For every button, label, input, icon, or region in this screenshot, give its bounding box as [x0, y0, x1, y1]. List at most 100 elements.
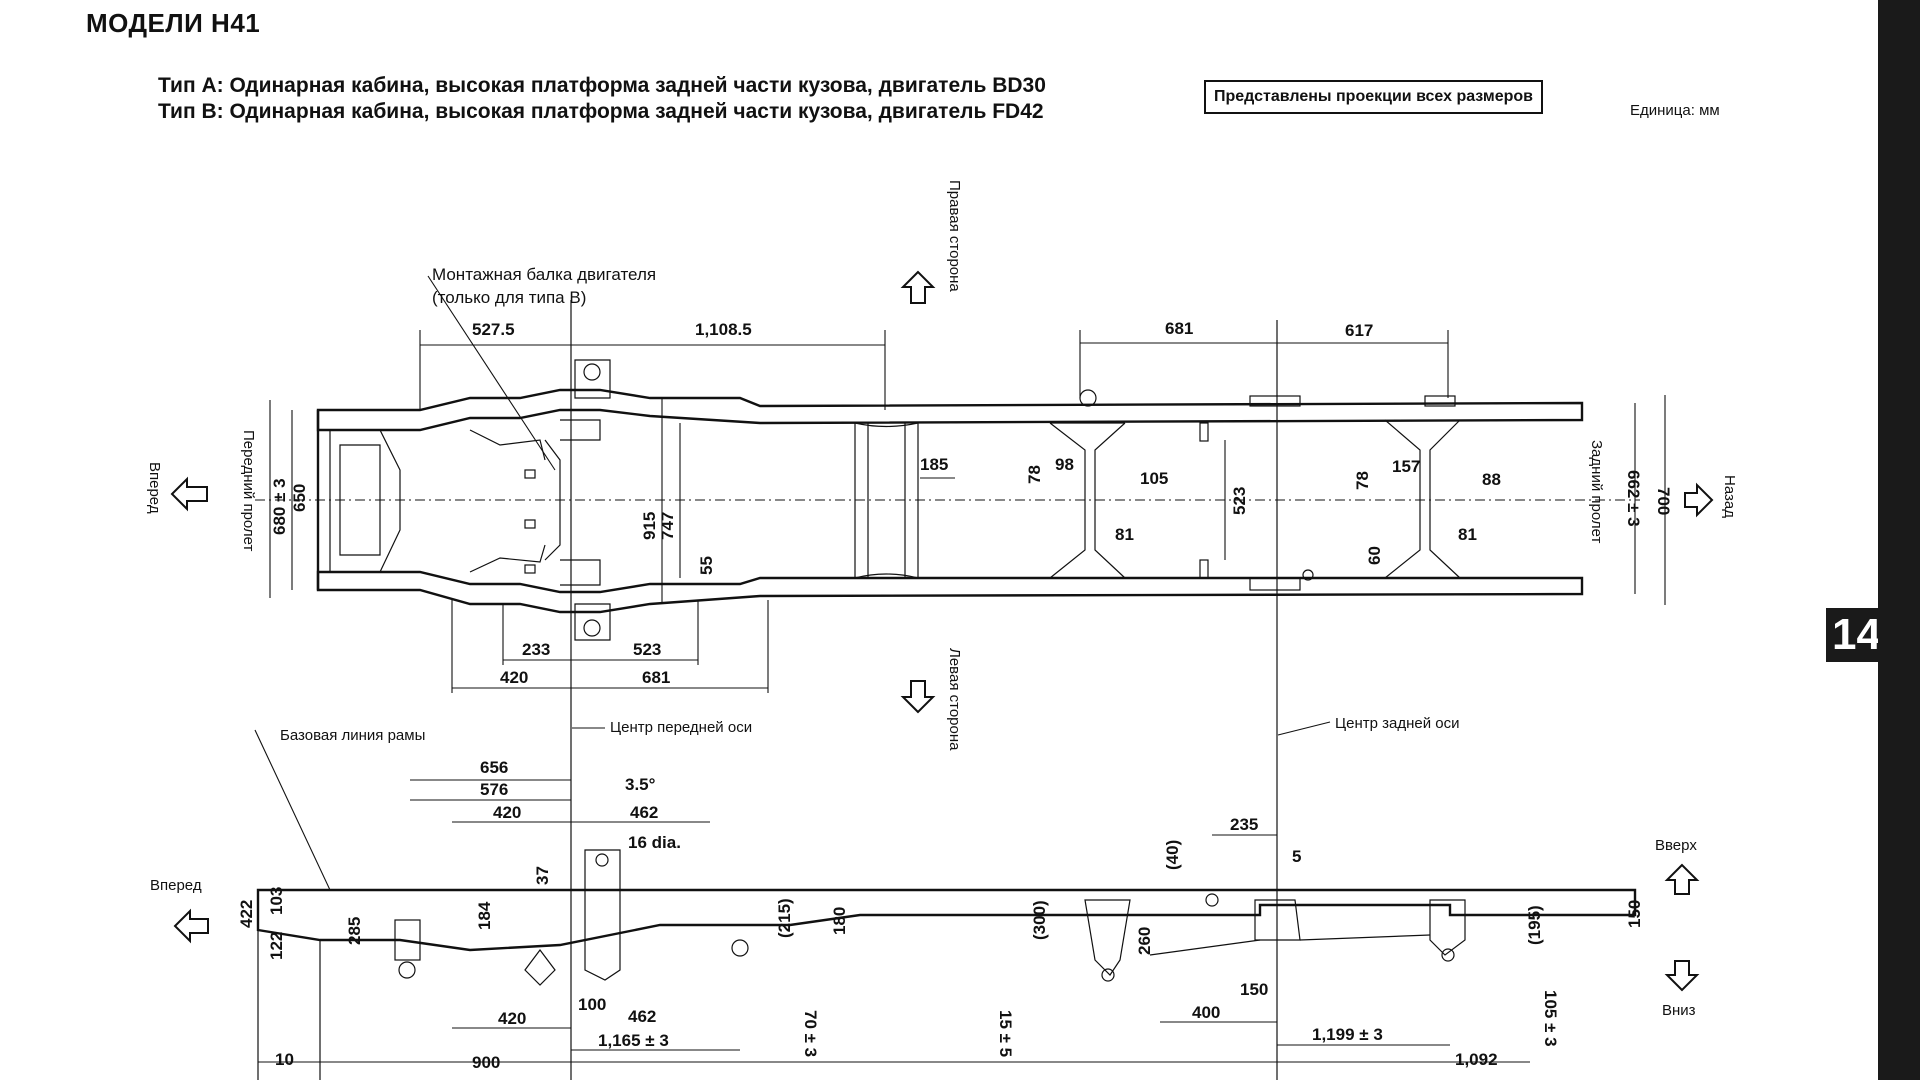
- dim-122: 122: [267, 932, 286, 960]
- rear-spring-bracket: [1249, 577, 1301, 591]
- dim-656: 656: [480, 758, 508, 777]
- dim-5: 5: [1292, 847, 1301, 866]
- dim-105: 105 ± 3: [1541, 990, 1560, 1047]
- rear-axle-center-label: Центр задней оси: [1335, 715, 1459, 732]
- dim-184: 184: [475, 901, 494, 930]
- dim-285: 285: [345, 917, 364, 945]
- rear-crossmember-1-flange: [1050, 422, 1125, 579]
- bracket: [574, 359, 611, 641]
- dim-55: 55: [697, 556, 716, 575]
- dim-157: 157: [1392, 457, 1420, 476]
- bolt-hole: [583, 363, 601, 381]
- dim-650: 650: [290, 484, 309, 512]
- engine-mount-pad: [524, 519, 536, 529]
- bolt-hole: [1302, 569, 1314, 581]
- front-brace: [379, 429, 401, 573]
- spring-leaf: [1149, 939, 1261, 956]
- dim-747: 747: [658, 512, 677, 540]
- section-tab: 14: [1826, 608, 1878, 662]
- dim-527-5: 527.5: [472, 320, 515, 339]
- dim-680: 680 ± 3: [270, 478, 289, 535]
- dim-420a: 420: [493, 803, 521, 822]
- rear-hanger-side: [1084, 899, 1131, 976]
- chassis-diagram: 527.5 1,108.5 681 617 Монтажная балка дв…: [146, 180, 1738, 1080]
- dim-100: 100: [578, 995, 606, 1014]
- leader-line: [1277, 721, 1331, 736]
- dim-10: 10: [275, 1050, 294, 1069]
- bolt-hole: [731, 939, 749, 957]
- dim-88: 88: [1482, 470, 1501, 489]
- rear-bracket: [1424, 395, 1456, 407]
- front-spring-hanger: [560, 419, 601, 441]
- dim-150h: 150: [1240, 980, 1268, 999]
- rear-spring-bracket: [1249, 395, 1301, 407]
- dim-700: 700: [1654, 487, 1673, 515]
- dim-576: 576: [480, 780, 508, 799]
- dim-78b: 78: [1353, 471, 1372, 490]
- spring-leaf: [1299, 934, 1431, 941]
- leader-line: [254, 729, 331, 891]
- forward-label: Вперед: [146, 462, 163, 514]
- bump-stop: [1199, 559, 1209, 579]
- dim-523v: 523: [1230, 487, 1249, 515]
- dim-98: 98: [1055, 455, 1074, 474]
- type-a-description: Тип A: Одинарная кабина, высокая платфор…: [158, 74, 1046, 97]
- frame-baseline-label: Базовая линия рамы: [280, 727, 425, 744]
- arrow-up-icon: [1664, 863, 1700, 895]
- dim-105: 105: [1140, 469, 1168, 488]
- dim-185: 185: [920, 455, 948, 474]
- dim-617: 617: [1345, 321, 1373, 340]
- front-gusset: [469, 429, 546, 573]
- front-spring-hanger-side: [584, 849, 621, 981]
- dim-420: 420: [500, 668, 528, 687]
- dim-681-top: 681: [1165, 319, 1193, 338]
- dim-15: 15 ± 5: [996, 1010, 1015, 1057]
- center-crossmember: [854, 423, 919, 578]
- bolt-hole: [583, 619, 601, 637]
- bolt-hole: [1205, 893, 1219, 907]
- rear-overhang-label: Задний пролет: [1588, 440, 1605, 543]
- bolt-hole: [1101, 968, 1115, 982]
- dim-78a: 78: [1025, 465, 1044, 484]
- bolt-hole: [1079, 389, 1097, 407]
- bolt-hole: [595, 853, 609, 867]
- engine-beam-label-1: Монтажная балка двигателя: [432, 265, 656, 284]
- rear-crossmember-2: [1384, 419, 1461, 579]
- arrow-down-icon: [900, 680, 936, 714]
- dim-462b: 462: [628, 1007, 656, 1026]
- engine-mount-pad: [524, 469, 536, 479]
- side-view: Базовая линия рамы Центр передней оси Це…: [150, 715, 1700, 1080]
- engine-mount-beam: [544, 439, 561, 561]
- leader-line: [427, 275, 556, 471]
- dim-81b: 81: [1458, 525, 1477, 544]
- dim-523h: 523: [633, 640, 661, 659]
- dim-422: 422: [237, 900, 256, 928]
- engine-beam-label-2: (только для типа B): [432, 288, 586, 307]
- dim-235: 235: [1230, 815, 1258, 834]
- rear-hanger-2: [1429, 899, 1466, 956]
- side-frame-rail: [256, 888, 1637, 952]
- dim-16dia: 16 dia.: [628, 833, 681, 852]
- dim-681-bot: 681: [642, 668, 670, 687]
- down-label: Вниз: [1662, 1002, 1696, 1019]
- arrow-left-icon: [173, 908, 209, 944]
- front-crossmember: [329, 430, 381, 572]
- up-label: Вверх: [1655, 837, 1697, 854]
- rear-label: Назад: [1721, 475, 1738, 518]
- plan-view: 527.5 1,108.5 681 617 Монтажная балка дв…: [146, 180, 1738, 1080]
- arrow-up-icon: [900, 270, 936, 304]
- dim-1165: 1,165 ± 3: [598, 1031, 669, 1050]
- shackle: [524, 949, 556, 986]
- dim-400: 400: [1192, 1003, 1220, 1022]
- dim-103: 103: [267, 887, 286, 915]
- arrow-left-icon: [170, 476, 208, 512]
- dim-81a: 81: [1115, 525, 1134, 544]
- dim-195: (195): [1525, 905, 1544, 945]
- center-crossmember-curve: [854, 422, 919, 579]
- type-b-description: Тип B: Одинарная кабина, высокая платфор…: [158, 100, 1044, 123]
- page-title: МОДЕЛИ H41: [86, 8, 261, 38]
- dim-900: 900: [472, 1053, 500, 1072]
- dim-1092: 1,092: [1455, 1050, 1498, 1069]
- dim-150v: 150: [1625, 900, 1644, 928]
- rear-crossmember-1: [1049, 422, 1126, 579]
